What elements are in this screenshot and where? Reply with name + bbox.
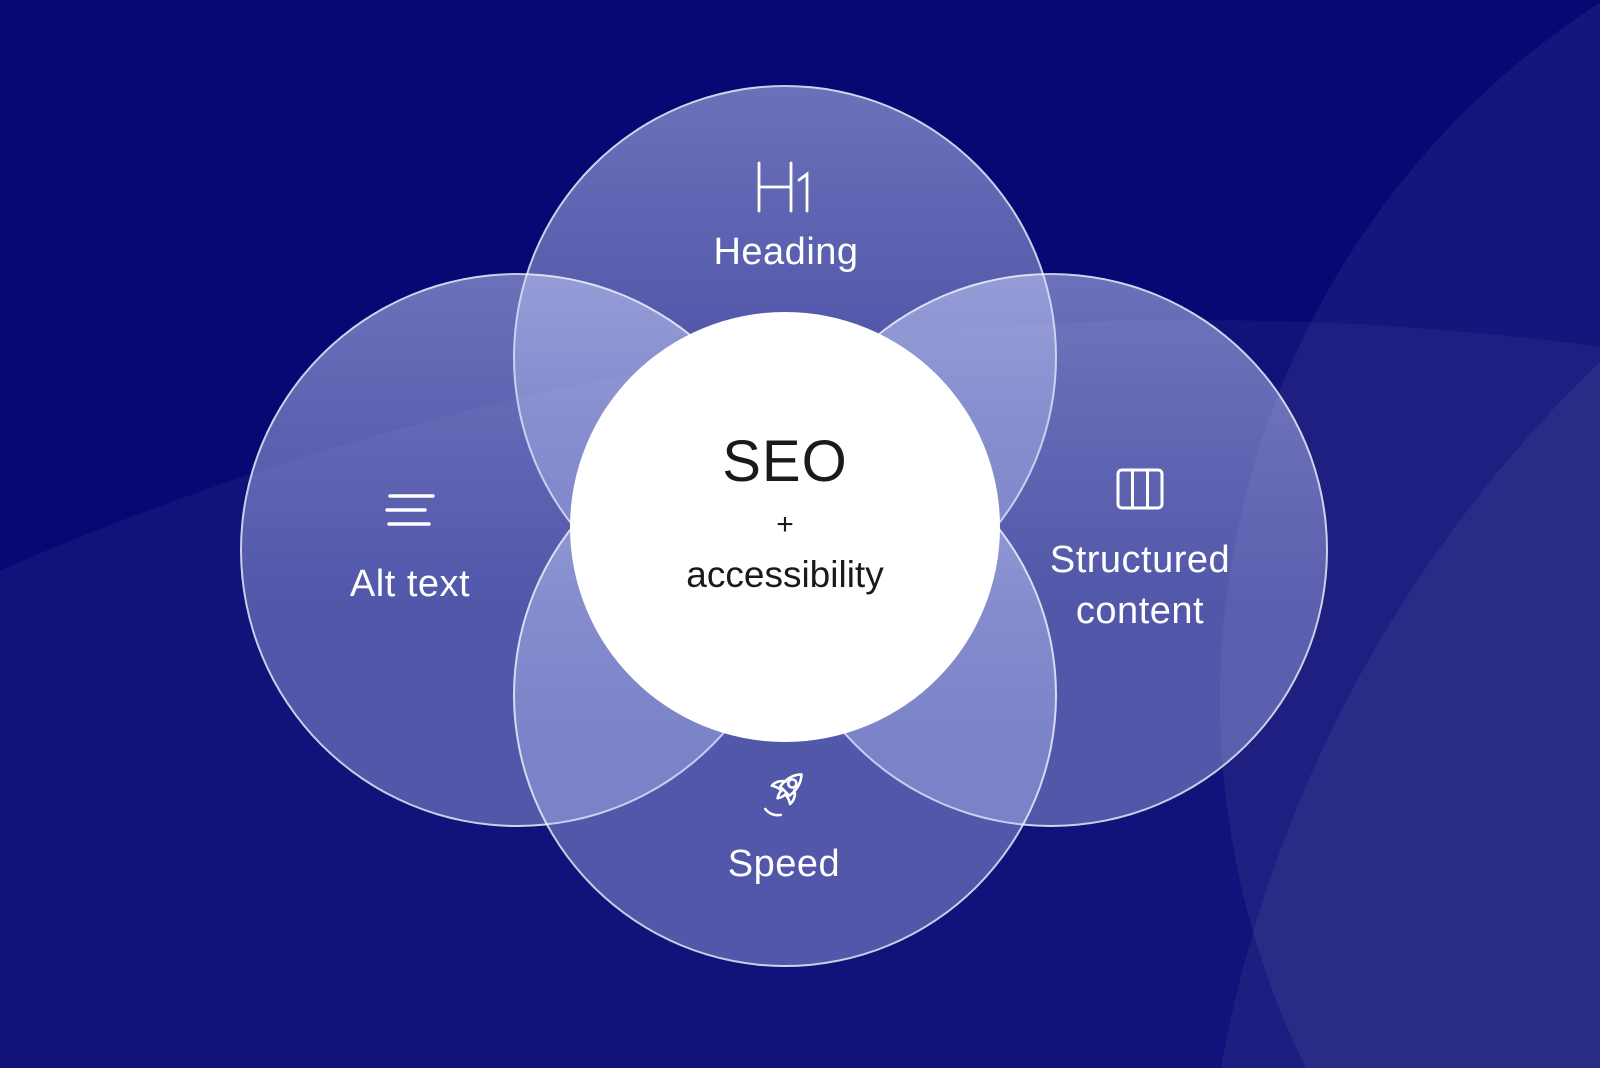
hub-subtitle: accessibility: [686, 553, 884, 595]
petal-group-structured-content: Structured content: [1010, 468, 1270, 637]
hub-plus: +: [776, 507, 794, 541]
petal-group-speed: Speed: [584, 764, 984, 890]
hub-text-block: SEO + accessibility: [575, 430, 995, 596]
columns-icon: [1116, 468, 1164, 510]
petal-label-structured-content: Structured content: [1049, 539, 1231, 632]
rocket-icon: [754, 764, 814, 824]
text-lines-icon: [385, 492, 435, 528]
petal-label-speed: Speed: [727, 843, 841, 885]
petal-group-alt-text: Alt text: [210, 492, 610, 610]
petal-group-heading: Heading: [586, 160, 986, 278]
petal-label-heading: Heading: [713, 231, 859, 273]
petal-label-alt-text: Alt text: [349, 563, 471, 605]
hub-title: SEO: [722, 429, 848, 494]
hub-circle: [570, 312, 1000, 742]
h1-icon: [753, 160, 819, 214]
